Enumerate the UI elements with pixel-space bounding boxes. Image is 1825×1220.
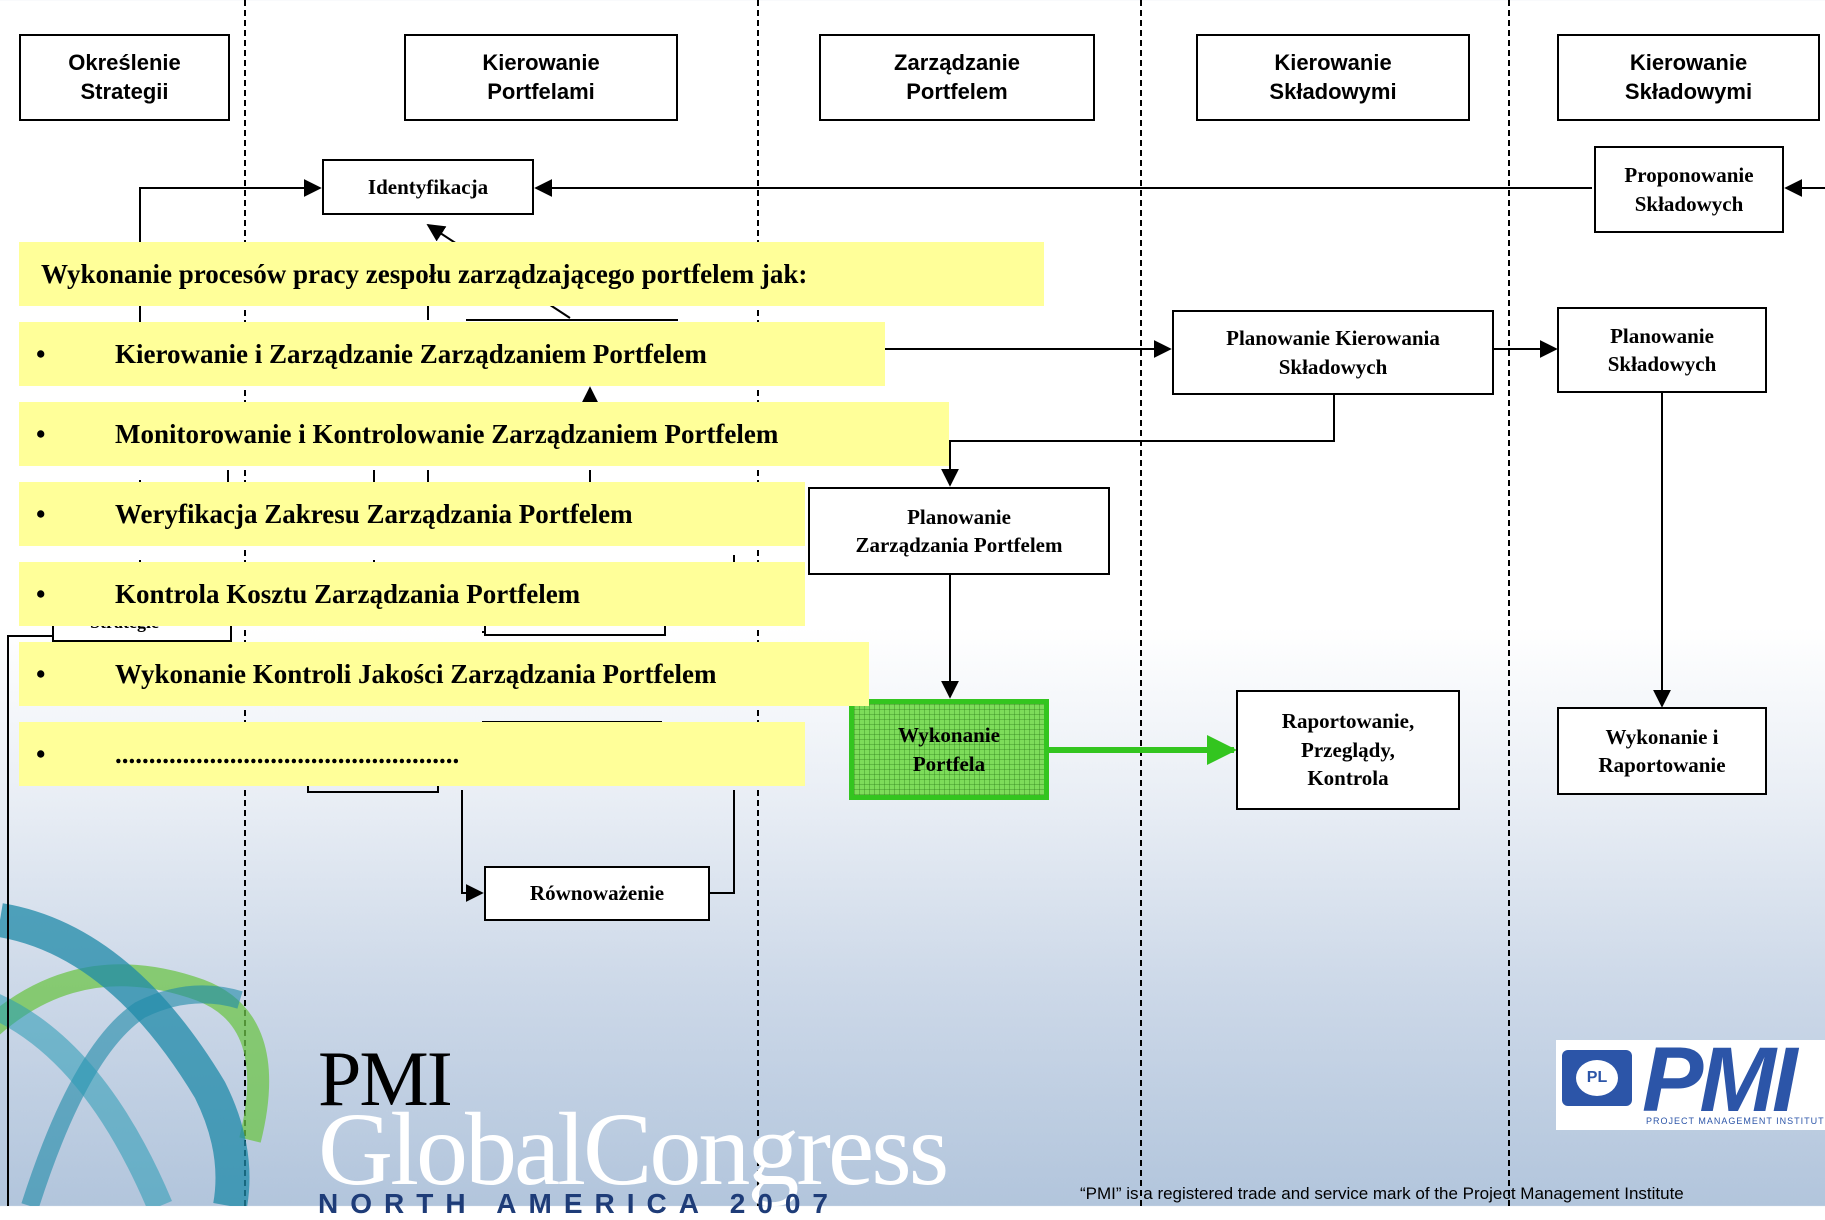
box-planowanie-skladowych: Planowanie Składowych [1557, 307, 1767, 393]
box-planowanie-zarzadzania-portfelem: Planowanie Zarządzania Portfelem [808, 487, 1110, 575]
box-proponowanie-skladowych: Proponowanie Składowych [1594, 146, 1784, 233]
overlay-item-band: • ......................................… [19, 722, 805, 786]
trademark-notice: “PMI” is a registered trade and service … [1080, 1184, 1684, 1203]
lane-header-strategy: Określenie Strategii [19, 34, 230, 121]
bullet-marker: • [36, 498, 46, 529]
lane-header-component-governance: Kierowanie Składowymi [1196, 34, 1470, 121]
overlay-item: Wykonanie Kontroli Jakości Zarządzania P… [115, 658, 717, 689]
box-rownowazenie: Równoważenie [484, 866, 710, 921]
pmi-wordmark: PMI [318, 1035, 453, 1122]
bullet-marker: • [36, 658, 46, 689]
pmi-poland-logo: PL PMI PROJECT MANAGEMENT INSTITUTE [1556, 1040, 1825, 1130]
overlay-item-band: • Kierowanie i Zarządzanie Zarządzaniem … [19, 322, 885, 386]
bullet-marker: • [36, 578, 46, 609]
bullet-marker: • [36, 418, 46, 449]
overlay-item-band: • Wykonanie Kontroli Jakości Zarządzania… [19, 642, 869, 706]
pl-badge-icon: PL [1562, 1050, 1632, 1106]
box-raportowanie-przeglady-kontrola: Raportowanie, Przeglądy, Kontrola [1236, 690, 1460, 810]
overlay-item-band: • Weryfikacja Zakresu Zarządzania Portfe… [19, 482, 805, 546]
box-wykonanie-portfela: Wykonanie Portfela [849, 699, 1049, 800]
box-identyfikacja: Identyfikacja [322, 159, 534, 215]
lane-header-portfolio-governance: Kierowanie Portfelami [404, 34, 678, 121]
overlay-item-band: • Monitorowanie i Kontrolowanie Zarządza… [19, 402, 949, 466]
lane-divider-3 [1140, 0, 1142, 1206]
bullet-marker: • [36, 738, 46, 769]
overlay-item: Weryfikacja Zakresu Zarządzania Portfele… [115, 498, 633, 529]
box-wykonanie-i-raportowanie: Wykonanie i Raportowanie [1557, 707, 1767, 795]
bullet-marker: • [36, 338, 46, 369]
lane-header-portfolio-management: Zarządzanie Portfelem [819, 34, 1095, 121]
pmi-logo-subtitle: PROJECT MANAGEMENT INSTITUTE [1646, 1116, 1825, 1126]
box-planowanie-kierowania-skladowych: Planowanie Kierowania Składowych [1172, 310, 1494, 395]
lane-divider-4 [1508, 0, 1510, 1206]
north-america-wordmark: NORTH AMERICA 2007 [318, 1188, 840, 1219]
overlay-item: Monitorowanie i Kontrolowanie Zarządzani… [115, 418, 779, 449]
global-congress-wordmark: GlobalCongress [318, 1092, 949, 1207]
overlay-item: Kierowanie i Zarządzanie Zarządzaniem Po… [115, 338, 707, 369]
overlay-item-band: • Kontrola Kosztu Zarządzania Portfelem [19, 562, 805, 626]
overlay-item: ........................................… [115, 738, 460, 769]
overlay-title-band: Wykonanie procesów pracy zespołu zarządz… [19, 242, 1044, 306]
pmi-logo-text: PMI [1642, 1040, 1798, 1130]
pl-badge-label: PL [1576, 1060, 1618, 1096]
lane-header-component-management: Kierowanie Składowymi [1557, 34, 1820, 121]
overlay-item: Kontrola Kosztu Zarządzania Portfelem [115, 578, 581, 609]
overlay-title: Wykonanie procesów pracy zespołu zarządz… [41, 258, 808, 289]
